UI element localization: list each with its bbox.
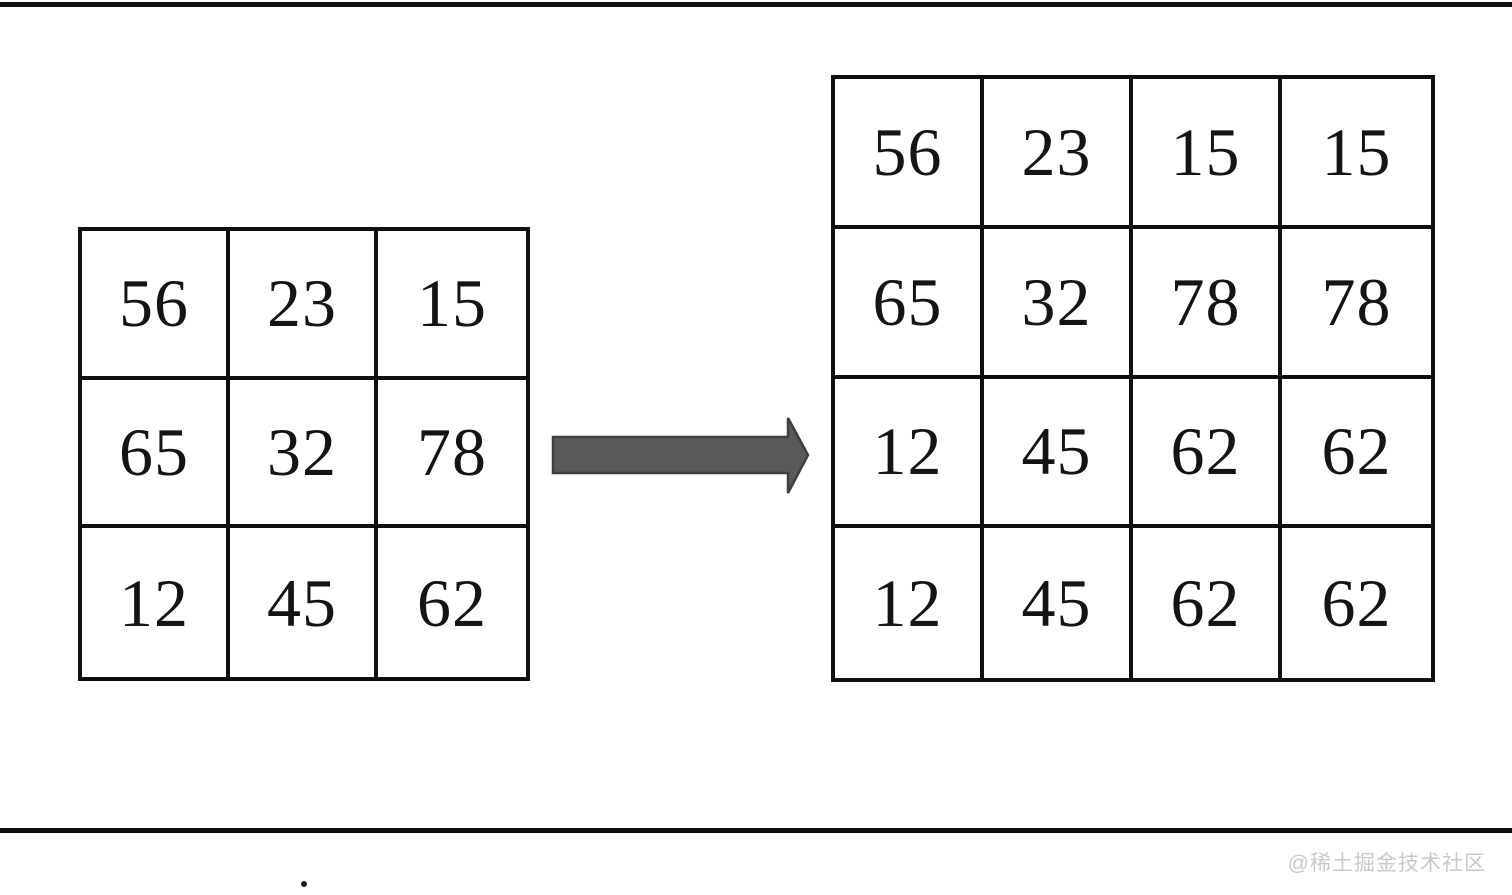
matrix-cell: 32 <box>984 228 1133 379</box>
matrix-cell: 12 <box>835 528 984 678</box>
matrix-cell: 12 <box>82 528 230 677</box>
matrix-cell: 56 <box>835 79 984 229</box>
matrix-cell: 45 <box>230 528 378 677</box>
right-arrow-icon <box>551 417 810 494</box>
matrix-cell: 78 <box>1282 229 1431 379</box>
result-matrix: 56 23 15 15 65 32 78 78 12 45 62 62 12 4… <box>831 75 1435 682</box>
matrix-cell: 62 <box>1321 565 1392 642</box>
matrix-cell: 62 <box>1282 379 1431 529</box>
matrix-cell: 62 <box>1133 378 1282 529</box>
matrix-cell: 12 <box>835 378 984 529</box>
matrix-cell: 23 <box>230 231 378 380</box>
matrix-cell: 78 <box>1133 228 1282 379</box>
watermark: @稀土掘金技术社区 <box>1287 852 1486 875</box>
matrix-cell: 65 <box>82 379 230 529</box>
matrix-cell: 62 <box>417 564 487 641</box>
right-arrow-shape <box>551 417 810 494</box>
matrix-cell: 32 <box>230 379 378 529</box>
matrix-cell: 15 <box>1282 79 1431 229</box>
matrix-cell: 65 <box>835 228 984 379</box>
matrix-cell: 45 <box>984 528 1133 678</box>
stray-dot <box>301 881 307 887</box>
matrix-cell: 45 <box>984 378 1133 529</box>
matrix-cell: 62 <box>1133 528 1282 678</box>
matrix-cell: 15 <box>1133 79 1282 229</box>
matrix-cell: 56 <box>82 231 230 380</box>
matrix-cell: 23 <box>984 79 1133 229</box>
top-divider <box>0 2 1512 7</box>
source-matrix: 56 23 15 65 32 78 12 45 62 <box>78 227 530 681</box>
matrix-cell: 78 <box>378 380 526 529</box>
matrix-cell: 15 <box>378 231 526 380</box>
bottom-divider <box>0 828 1512 833</box>
